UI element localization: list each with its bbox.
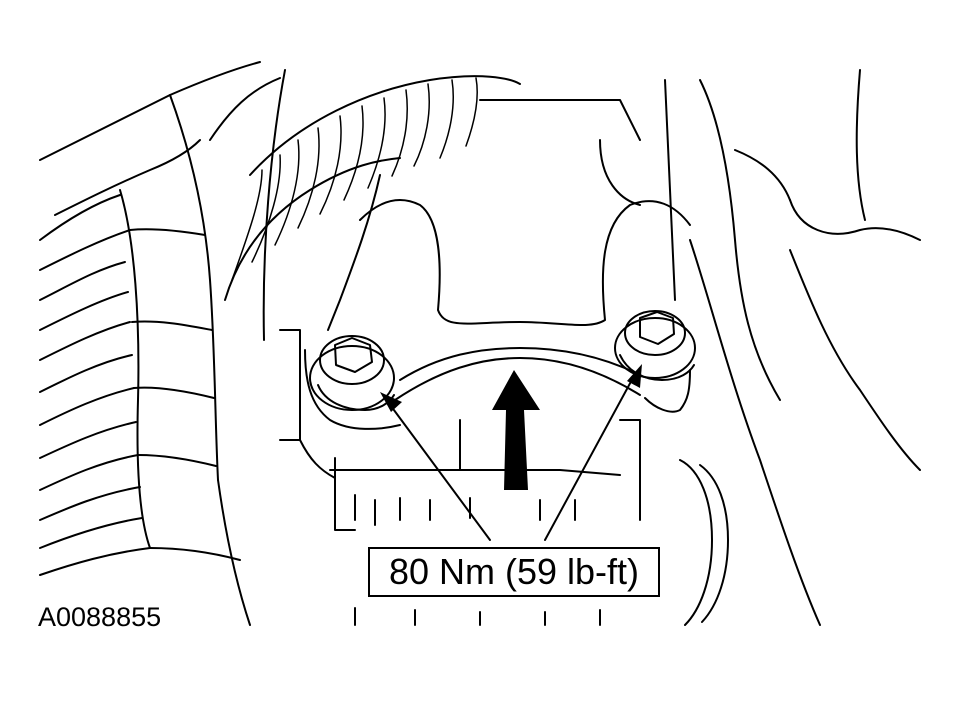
figure-id: A0088855 xyxy=(38,602,162,632)
left-bolt xyxy=(309,335,395,411)
right-rod xyxy=(664,79,676,301)
torque-callout: 80 Nm (59 lb-ft) xyxy=(368,547,660,597)
direction-arrow xyxy=(492,370,540,490)
right-bolt xyxy=(614,310,696,381)
ribbed-hose xyxy=(224,75,521,301)
leader-arrows xyxy=(380,364,642,541)
left-fabric-folds xyxy=(39,61,281,626)
left-rod xyxy=(327,174,381,331)
right-structure xyxy=(262,69,921,626)
mount-housing xyxy=(279,99,729,626)
